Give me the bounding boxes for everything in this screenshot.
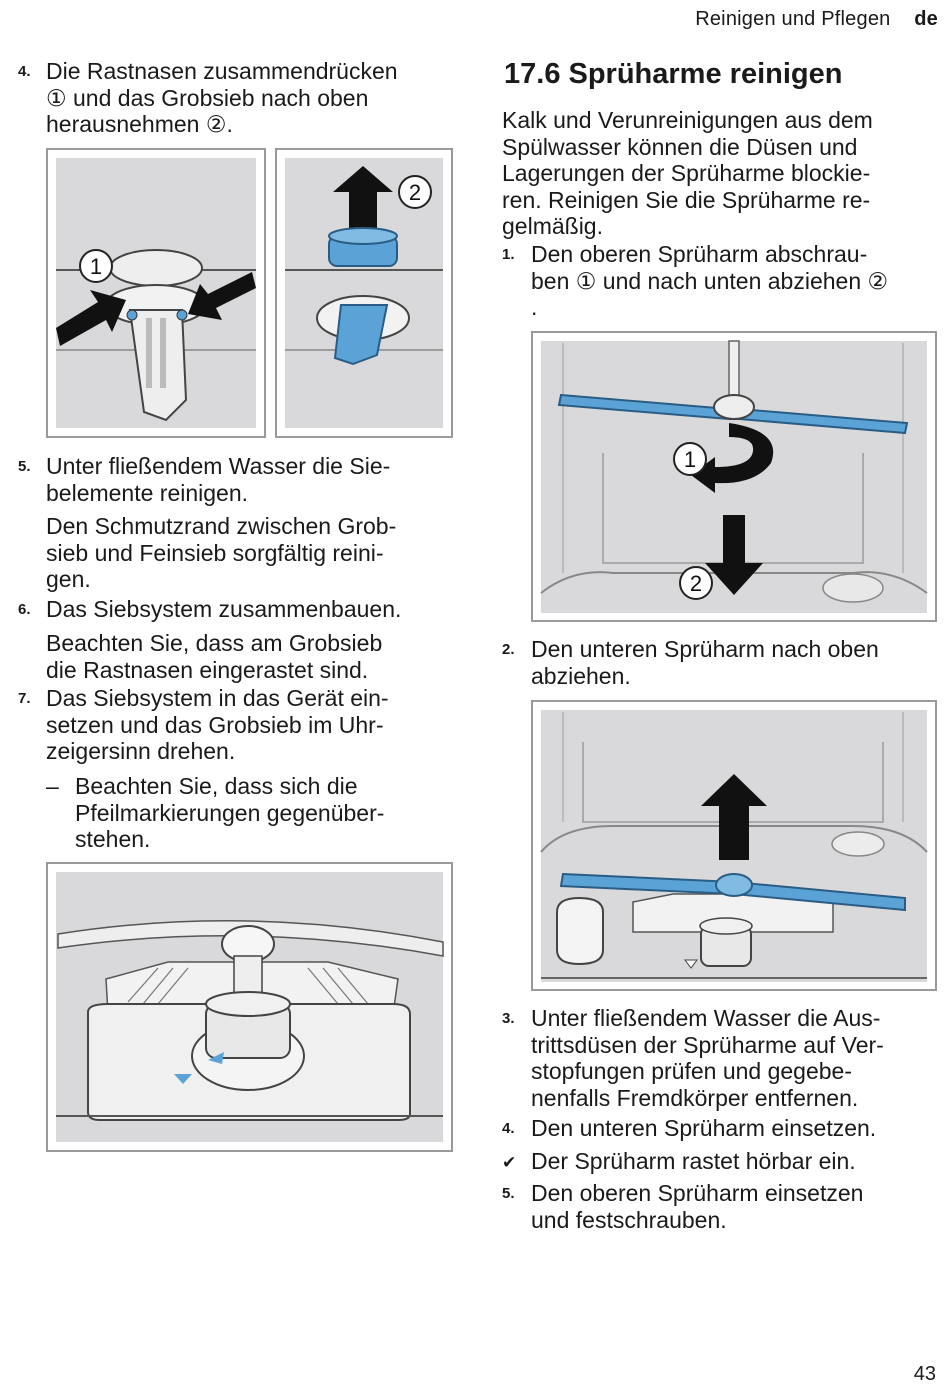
step-5-right: 5. Den oberen Sprüharm einsetzen und fes… [502, 1180, 942, 1233]
step-3-right: 3. Unter fließendem Wasser die Aus- trit… [502, 1005, 942, 1111]
step-number: 5. [18, 458, 31, 475]
step-line: belemente reinigen. [46, 479, 249, 506]
callout-2: 2 [409, 180, 421, 205]
step-2-right: 2. Den unteren Sprüharm nach oben abzieh… [502, 636, 942, 689]
intro-paragraph: Kalk und Verunreinigungen aus dem Spülwa… [502, 107, 942, 240]
step-line: ben ① und nach unten abziehen ② [531, 267, 889, 294]
page-number: 43 [913, 1363, 936, 1385]
step-line: Den unteren Sprüharm einsetzen. [531, 1115, 877, 1141]
step-number: 7. [18, 690, 31, 707]
step-line: Unter fließendem Wasser die Sie- [46, 453, 391, 479]
step-number: 1. [502, 246, 515, 263]
step-line: Den oberen Sprüharm abschrau- [531, 241, 868, 267]
step-line: und festschrauben. [531, 1206, 727, 1233]
step-7-subnote: Beachten Sie, dass sich die Pfeilmarkier… [75, 773, 455, 853]
step-number: 6. [18, 601, 31, 618]
step-line: setzen und das Grobsieb im Uhr- [46, 711, 384, 738]
step-number: 3. [502, 1010, 515, 1027]
note-line: Beachten Sie, dass sich die [75, 773, 358, 799]
figure-filter-inserted [46, 862, 453, 1152]
figure-remove-coarse-filter: 2 [275, 148, 453, 438]
step-line: abziehen. [531, 662, 631, 689]
step-line: Den oberen Sprüharm einsetzen [531, 1180, 864, 1206]
note-line: die Rastnasen eingerastet sind. [46, 656, 369, 683]
intro-line: Lagerungen der Sprüharme blockie- [502, 160, 871, 186]
step-6-left: 6. Das Siebsystem zusammenbauen. [18, 596, 458, 623]
header-language: de [914, 8, 938, 30]
note-line: gen. [46, 566, 91, 592]
step-5-note: Den Schmutzrand zwischen Grob- sieb und … [46, 513, 456, 593]
step-line: Die Rastnasen zusammendrücken [46, 58, 398, 84]
step-line: stopfungen prüfen und gegebe- [531, 1058, 852, 1084]
note-line: Beachten Sie, dass am Grobsieb [46, 630, 383, 656]
step-line: zeigersinn drehen. [46, 738, 236, 764]
step-line: Unter fließendem Wasser die Aus- [531, 1005, 881, 1031]
result-text: Der Sprüharm rastet hörbar ein. [531, 1148, 856, 1174]
intro-line: Spülwasser können die Düsen und [502, 133, 858, 160]
result-line: ✔ Der Sprüharm rastet hörbar ein. [502, 1148, 942, 1175]
step-7-left: 7. Das Siebsystem in das Gerät ein- setz… [18, 685, 458, 765]
step-line: trittsdüsen der Sprüharme auf Ver- [531, 1031, 884, 1058]
step-4-left: 4. Die Rastnasen zusammendrücken ① und d… [18, 58, 458, 138]
section-title: 17.6 Sprüharme reinigen [504, 58, 843, 90]
checkmark-icon: ✔ [502, 1153, 517, 1172]
intro-line: Kalk und Verunreinigungen aus dem [502, 107, 873, 133]
dash-marker: – [46, 773, 59, 799]
step-1-right: 1. Den oberen Sprüharm abschrau- ben ① u… [502, 241, 942, 321]
figure-lower-spray-arm [531, 700, 937, 991]
step-number: 2. [502, 641, 515, 658]
step-line: Den unteren Sprüharm nach oben [531, 636, 879, 662]
figure-upper-spray-arm: 1 2 [531, 331, 937, 622]
intro-line: ren. Reinigen Sie die Sprüharme re- [502, 186, 871, 213]
figure-press-latches: 1 [46, 148, 266, 438]
step-line: nenfalls Fremdkörper entfernen. [531, 1084, 859, 1111]
note-line: Den Schmutzrand zwischen Grob- [46, 513, 397, 539]
step-4-right: 4. Den unteren Sprüharm einsetzen. [502, 1115, 942, 1142]
step-number: 5. [502, 1185, 515, 1202]
step-line: ① und das Grobsieb nach oben [46, 84, 369, 111]
step-6-note: Beachten Sie, dass am Grobsieb die Rastn… [46, 630, 456, 683]
step-5-left: 5. Unter fließendem Wasser die Sie- bele… [18, 453, 458, 506]
callout-1: 1 [684, 447, 696, 472]
note-line: stehen. [75, 826, 151, 852]
callout-1: 1 [90, 254, 102, 279]
page-header: Reinigen und Pflegen de [695, 8, 938, 31]
header-section: Reinigen und Pflegen [695, 8, 891, 30]
note-line: sieb und Feinsieb sorgfältig reini- [46, 539, 384, 566]
step-line: Das Siebsystem in das Gerät ein- [46, 685, 389, 711]
step-line: Das Siebsystem zusammenbauen. [46, 596, 402, 622]
step-number: 4. [18, 63, 31, 80]
step-line: herausnehmen ②. [46, 111, 233, 137]
step-number: 4. [502, 1120, 515, 1137]
note-line: Pfeilmarkierungen gegenüber- [75, 799, 385, 826]
step-line: . [531, 294, 538, 320]
intro-line: gelmäßig. [502, 213, 603, 239]
callout-2: 2 [690, 571, 702, 596]
